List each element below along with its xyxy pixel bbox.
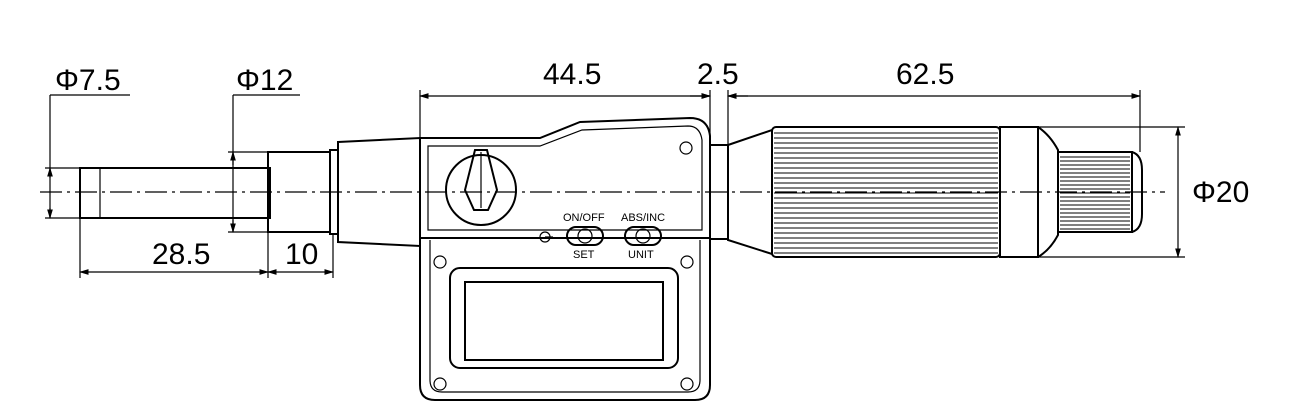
label-phi-barrel: Φ12 [236, 64, 293, 97]
power-icon [539, 231, 553, 243]
screw-icon [433, 255, 447, 269]
dimension-phi7-5: Φ7.5 [45, 64, 130, 219]
screw-icon [679, 141, 693, 155]
spindle [79, 167, 271, 219]
dimension-bottom-left: 28.5 10 [79, 218, 334, 278]
label-gap: 2.5 [697, 58, 739, 91]
dimension-top: 44.5 2.5 62.5 [419, 58, 1141, 152]
label-sleeve-length: 10 [285, 238, 318, 271]
unit-label: UNIT [628, 249, 654, 261]
screw-icon [680, 255, 694, 269]
label-phi-spindle: Φ7.5 [55, 64, 121, 97]
lcd-screen [464, 281, 664, 361]
screw-icon [680, 377, 694, 391]
label-thimble-length: 62.5 [896, 58, 954, 91]
display-housing [419, 238, 711, 401]
dimension-phi12: Φ12 [228, 64, 300, 233]
onoff-set-button[interactable] [566, 226, 604, 246]
label-spindle-length: 28.5 [152, 238, 210, 271]
label-body-length: 44.5 [543, 58, 601, 91]
set-label: SET [573, 249, 595, 261]
onoff-label: ON/OFF [563, 212, 605, 224]
label-phi-thimble: Φ20 [1192, 176, 1249, 209]
screw-icon [433, 377, 447, 391]
absinc-label: ABS/INC [621, 212, 665, 224]
absinc-unit-button[interactable] [624, 226, 662, 246]
lock-lever[interactable] [445, 149, 517, 226]
main-body: ON/OFF SET ABS/INC UNIT [419, 116, 711, 261]
thimble [771, 126, 1143, 258]
dimension-phi20: Φ20 [1000, 126, 1249, 258]
